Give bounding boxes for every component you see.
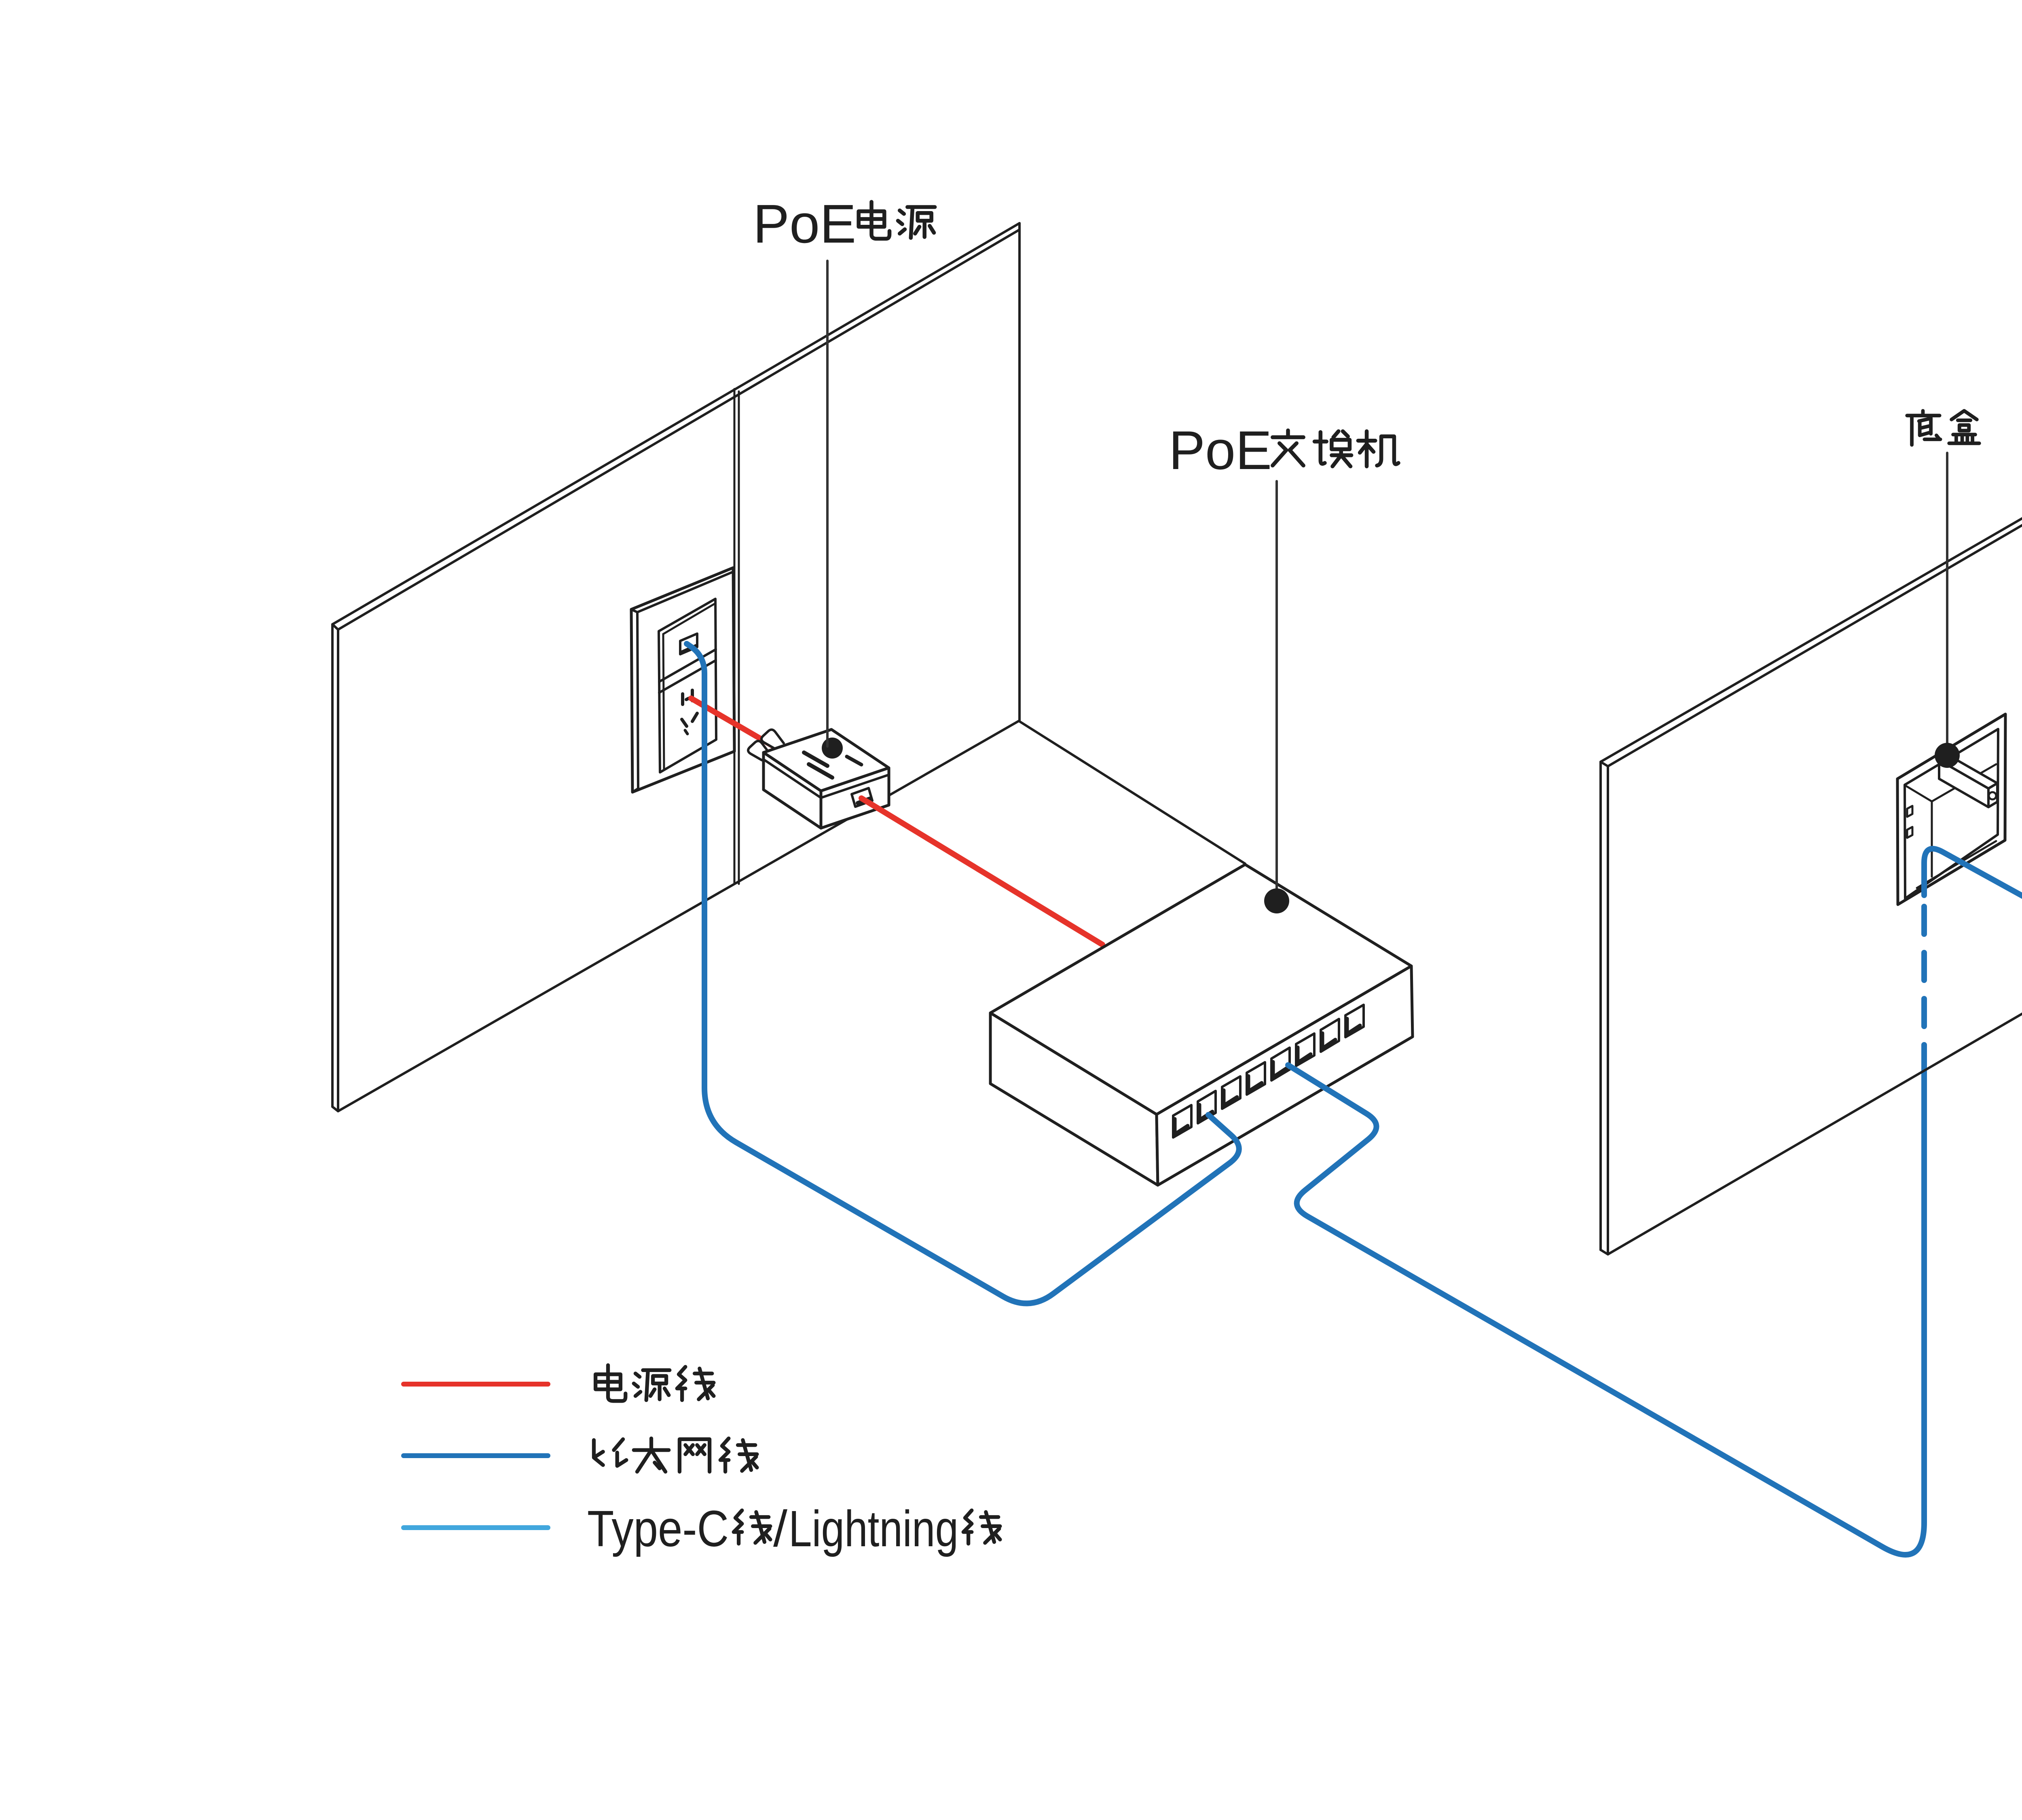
svg-text:Type-C: Type-C — [587, 1500, 729, 1557]
svg-text:Lightning: Lightning — [789, 1500, 958, 1557]
svg-text:PoE: PoE — [1169, 420, 1272, 481]
svg-text:PoE: PoE — [753, 193, 856, 254]
svg-text:/: / — [773, 1500, 787, 1557]
